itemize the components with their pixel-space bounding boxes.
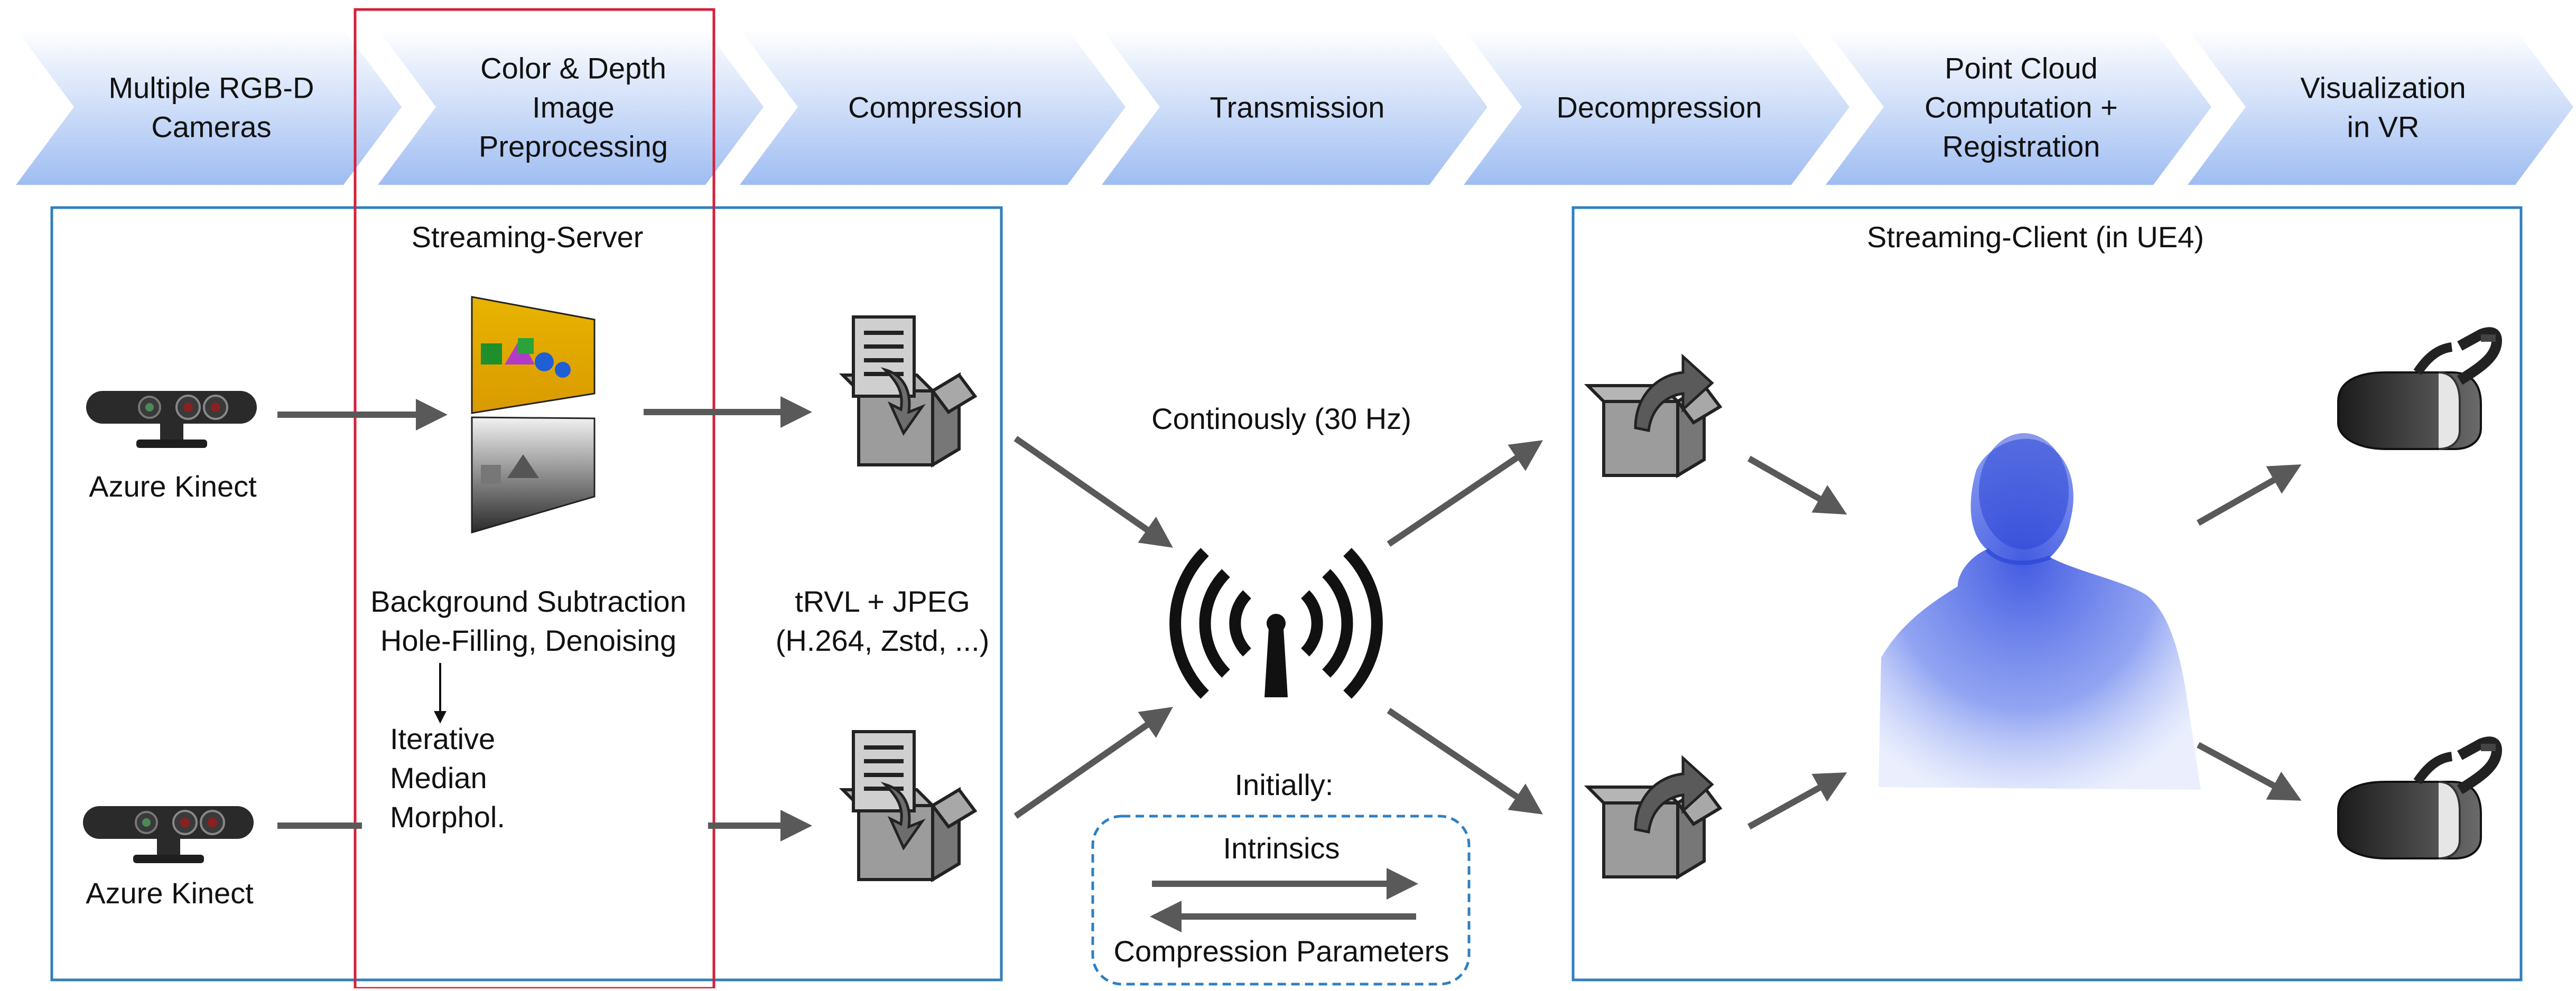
chevron-shape bbox=[2188, 29, 2573, 185]
depth-image-icon bbox=[471, 416, 596, 534]
arrow-antenna-to-decompress-top bbox=[1387, 440, 1543, 547]
codec-line1: tRVL + JPEG bbox=[795, 585, 970, 618]
chevron-shape bbox=[1102, 29, 1487, 185]
intrinsics-label: Intrinsics bbox=[1223, 831, 1340, 865]
pipeline-stage-4: Transmission bbox=[1102, 29, 1487, 185]
pipeline-stage-label: Point Cloud bbox=[1945, 52, 2098, 85]
pipeline-stage-label: Preprocessing bbox=[479, 130, 668, 163]
pipeline-stage-label: Cameras bbox=[151, 110, 271, 144]
arrow-compress-top-to-antenna bbox=[1013, 436, 1173, 548]
pipeline-stage-label: Registration bbox=[1942, 130, 2100, 163]
compress-box-bottom-icon bbox=[839, 730, 978, 883]
pipeline-stage-7: Visualization in VR bbox=[2188, 29, 2573, 185]
codec-line2: (H.264, Zstd, ...) bbox=[776, 624, 990, 657]
preprocessing-line2: Hole-Filling, Denoising bbox=[380, 624, 676, 657]
chevron-shape bbox=[1464, 29, 1849, 185]
azure-kinect-top-icon bbox=[86, 391, 257, 448]
wireless-antenna-icon bbox=[1169, 548, 1383, 699]
compression-params-label: Compression Parameters bbox=[1114, 934, 1449, 968]
filter-iterative: Iterative bbox=[390, 722, 495, 755]
arrow-decompress-top-to-cloud bbox=[1747, 455, 1847, 515]
pipeline-stage-3: Compression bbox=[740, 29, 1126, 185]
arrow-compress-bottom-to-antenna bbox=[1013, 707, 1173, 819]
compress-box-top-icon bbox=[839, 315, 978, 468]
vr-headset-top-icon bbox=[2337, 327, 2503, 450]
pipeline-stage-label: Visualization bbox=[2300, 71, 2466, 105]
azure-kinect-top-label: Azure Kinect bbox=[89, 470, 257, 503]
preprocessing-line1: Background Subtraction bbox=[370, 585, 686, 618]
decompress-box-top-icon bbox=[1584, 353, 1723, 479]
chevron-shape bbox=[16, 29, 402, 185]
pipeline-stage-label: in VR bbox=[2347, 110, 2420, 144]
vr-headset-bottom-icon bbox=[2337, 736, 2503, 859]
chevron-shape bbox=[378, 29, 764, 185]
streaming-client-box bbox=[1571, 206, 2523, 981]
chevron-shape bbox=[1826, 29, 2211, 185]
pipeline-stage-label: Compression bbox=[848, 91, 1022, 124]
transmission-rate-label: Continously (30 Hz) bbox=[1151, 402, 1411, 435]
azure-kinect-bottom-label: Azure Kinect bbox=[86, 876, 254, 910]
chevron-shape bbox=[740, 29, 1126, 185]
pipeline-stage-label: Transmission bbox=[1210, 91, 1385, 124]
streaming-server-box bbox=[50, 206, 1003, 981]
point-cloud-person bbox=[1878, 433, 2201, 790]
decompress-box-bottom-icon bbox=[1584, 755, 1723, 880]
pipeline-stage-1: Multiple RGB-D Cameras bbox=[16, 29, 402, 185]
arrow-cloud-to-hmd-top bbox=[2197, 464, 2302, 526]
azure-kinect-bottom-icon bbox=[83, 806, 254, 863]
filter-morphol: Morphol. bbox=[390, 800, 505, 834]
pipeline-stage-label: Image bbox=[532, 91, 615, 124]
streaming-server-title: Streaming-Server bbox=[412, 220, 644, 254]
initial-parameters-box bbox=[1091, 815, 1471, 986]
pipeline-stage-label: Multiple RGB-D bbox=[109, 71, 314, 105]
pipeline-stage-label: Color & Depth bbox=[480, 52, 666, 85]
pipeline-stage-5: Decompression bbox=[1464, 29, 1849, 185]
arrow-cloud-to-hmd-bottom bbox=[2197, 742, 2302, 801]
arrow-decompress-bottom-to-cloud bbox=[1747, 772, 1847, 830]
arrow-antenna-to-decompress-bottom bbox=[1387, 708, 1543, 815]
initially-label: Initially: bbox=[1235, 768, 1334, 801]
pipeline-stage-label: Decompression bbox=[1556, 91, 1762, 124]
color-image-icon bbox=[471, 296, 596, 414]
filter-median: Median bbox=[390, 761, 487, 794]
pipeline-stage-label: Computation + bbox=[1924, 91, 2118, 124]
streaming-client-title: Streaming-Client (in UE4) bbox=[1867, 220, 2204, 254]
